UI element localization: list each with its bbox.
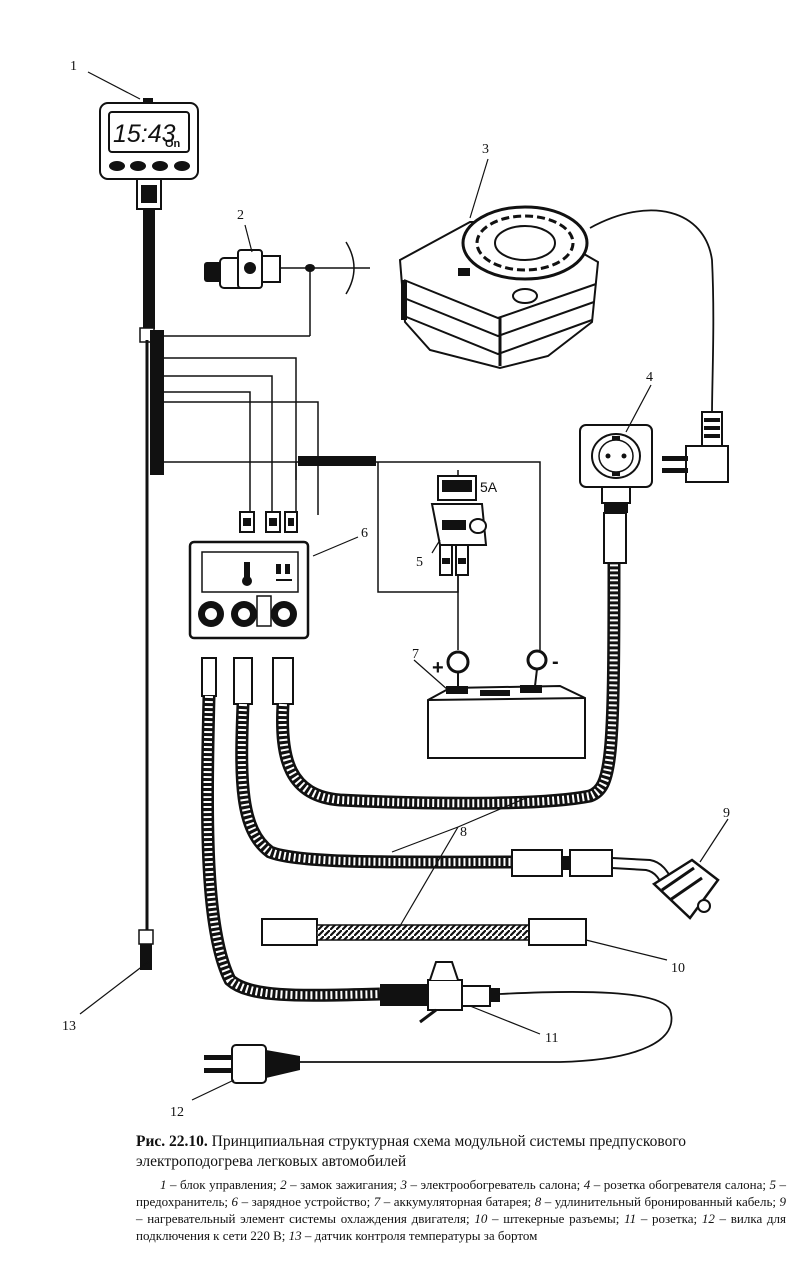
legend-text: – аккумуляторная батарея; [380, 1194, 535, 1209]
display-mode-text: On [165, 138, 181, 150]
legend-text: – датчик контроля температуры за бортом [301, 1228, 538, 1243]
legend-num: 2 [280, 1177, 287, 1192]
legend-num: 7 [373, 1194, 381, 1209]
legend-text: – розетка обогревателя салона; [590, 1177, 770, 1192]
figure-title: Принципиальная структурная схема модульн… [136, 1133, 687, 1170]
heater-plug [662, 411, 729, 483]
mains-socket [380, 961, 500, 1024]
charger [188, 511, 310, 640]
label-12: 12 [170, 1105, 184, 1120]
mains-plug [204, 1044, 300, 1084]
label-9: 9 [723, 806, 730, 821]
label-3: 3 [482, 142, 489, 157]
ignition-lock [204, 249, 281, 289]
fuse-rating-label: 5A [480, 479, 498, 495]
label-10: 10 [671, 961, 685, 976]
label-7: 7 [412, 647, 419, 662]
legend-text: – блок управления; [166, 1177, 281, 1192]
legend-num: 13 [288, 1228, 302, 1243]
legend-num: 8 [534, 1194, 542, 1209]
legend-text: – вилка для подключения к сети 220 В; [136, 1211, 786, 1243]
legend-num: 12 [701, 1211, 715, 1226]
legend-text: – розетка; [636, 1211, 702, 1226]
legend-num: 6 [231, 1194, 239, 1209]
legend-text: – предохранитель; [136, 1177, 786, 1209]
legend-text: – замок зажигания; [286, 1177, 401, 1192]
label-8: 8 [460, 825, 467, 840]
figure-number: Рис. 22.10. [136, 1133, 208, 1150]
figure-caption: Рис. 22.10. Принципиальная структурная с… [136, 1132, 786, 1244]
battery [427, 575, 586, 759]
label-6: 6 [361, 526, 368, 541]
legend-num: 5 [769, 1177, 776, 1192]
label-11: 11 [545, 1031, 558, 1046]
control-unit: 15:43 On [99, 98, 199, 329]
legend-num: 10 [474, 1211, 488, 1226]
minus-terminal-sign: - [552, 651, 559, 673]
label-1: 1 [70, 59, 77, 74]
legend-text: – удлинительный бронированный кабель; [541, 1194, 780, 1209]
label-4: 4 [646, 370, 653, 385]
legend-num: 1 [160, 1177, 167, 1192]
label-2: 2 [237, 208, 244, 223]
plus-terminal-sign: + [432, 657, 444, 679]
caption-title: Рис. 22.10. Принципиальная структурная с… [136, 1132, 786, 1172]
coolant-heater-element [511, 849, 720, 920]
fuse [430, 475, 488, 576]
legend-text: – зарядное устройство; [238, 1194, 374, 1209]
legend-text: – электрообогреватель салона; [407, 1177, 584, 1192]
wiring-diagram: 15:43 On 1 13 2 [62, 59, 730, 1120]
armoured-cables [200, 562, 621, 1002]
heater-socket [579, 424, 653, 564]
cabin-heater [398, 205, 600, 370]
legend-num: 3 [400, 1177, 408, 1192]
legend-num: 11 [624, 1211, 637, 1226]
caption-legend: 1 – блок управления; 2 – замок зажигания… [136, 1176, 786, 1244]
legend-text: – нагревательный элемент системы охлажде… [136, 1211, 475, 1226]
label-13: 13 [62, 1019, 76, 1034]
legend-num: 9 [779, 1194, 787, 1209]
legend-num: 4 [583, 1177, 591, 1192]
legend-text: – штекерные разъемы; [487, 1211, 625, 1226]
display-time-text: 15:43 [113, 120, 176, 148]
label-5: 5 [416, 555, 423, 570]
outside-temp-sensor [138, 929, 154, 970]
